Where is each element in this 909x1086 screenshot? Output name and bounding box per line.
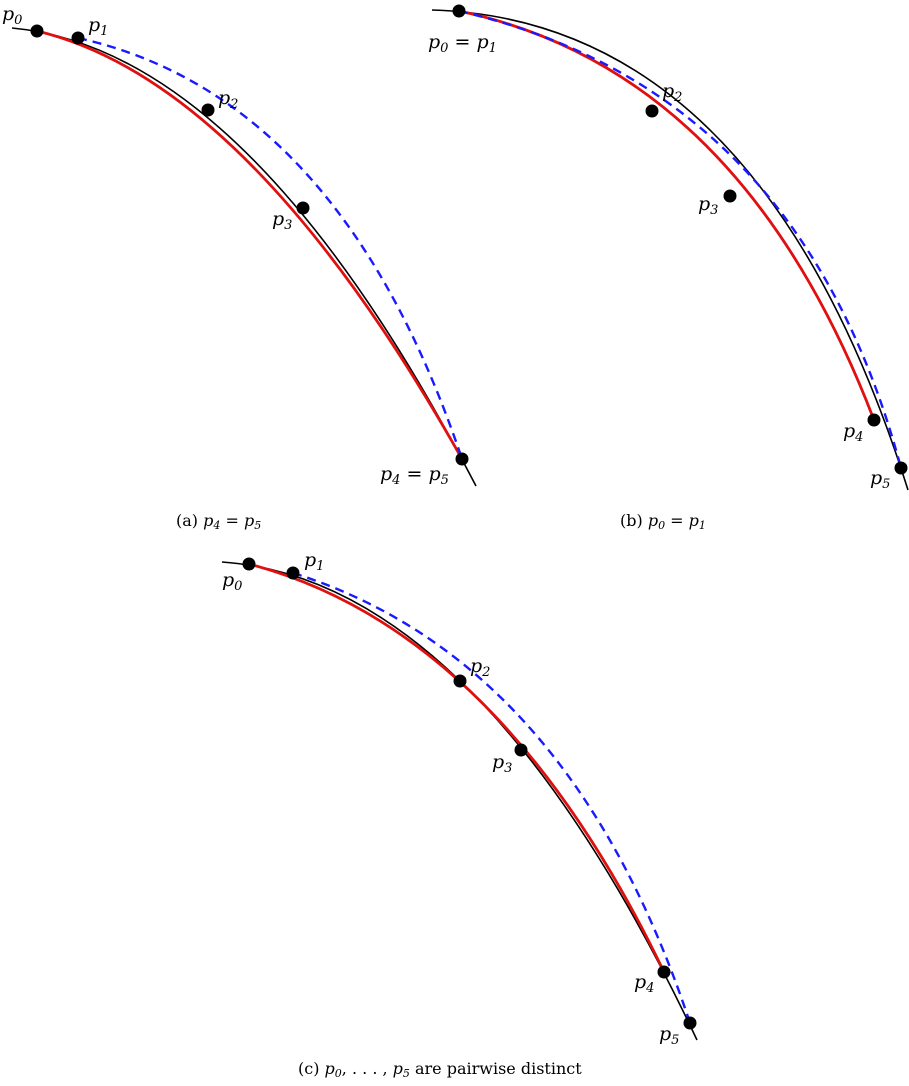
panel-c: p0 p1 p2 p3 p4 p5 (c) p0, . . . , p5 are… [221,549,698,1080]
black-curve-b [431,9,909,491]
label-p5-c: p5 [659,1023,679,1048]
label-p1-c: p1 [304,549,324,574]
point-p3-b [723,189,737,203]
panel-b: p0 = p1 p2 p3 p4 p5 (b) p0 = p1 [428,4,909,532]
blue-dashed-curve-b [458,9,903,469]
red-curve-a [36,29,464,460]
point-p0-a [30,24,44,38]
caption-a: (a) p4 = p5 [176,511,261,532]
point-p3-c [514,743,528,757]
black-curve-a [11,27,477,487]
point-p5-b [894,461,908,475]
point-p4-b [867,413,881,427]
label-p2-a: p2 [218,87,238,112]
point-p2-c [453,674,467,688]
red-curve-b [458,9,876,421]
label-p4-c: p4 [634,971,654,996]
point-p01-b [452,4,466,18]
label-p4-b: p4 [843,420,863,445]
blue-dashed-curve-c [292,571,692,1024]
panel-a: p0 p1 p2 p3 p4 = p5 (a) p4 = p5 [2,3,477,532]
point-p2-b [645,104,659,118]
point-p1-a [71,31,85,45]
red-curve-c [248,562,666,973]
label-p2-b: p2 [662,80,682,105]
label-p3-c: p3 [492,751,512,776]
label-p5-b: p5 [870,467,890,492]
label-p1-a: p1 [88,14,108,39]
label-p3-a: p3 [272,208,292,233]
caption-c: (c) p0, . . . , p5 are pairwise distinct [298,1059,582,1080]
caption-b: (b) p0 = p1 [620,511,706,532]
label-p0-a: p0 [2,3,22,28]
label-p3-b: p3 [698,193,718,218]
point-p4-c [657,965,671,979]
label-p45-a: p4 = p5 [380,463,449,488]
label-p2-c: p2 [470,655,490,680]
blue-dashed-curve-a [77,36,464,460]
point-p45-a [455,452,469,466]
point-p3-a [296,201,310,215]
label-p0-c: p0 [222,569,242,594]
point-p1-c [286,566,300,580]
point-p5-c [683,1016,697,1030]
label-p01-b: p0 = p1 [428,31,497,56]
point-p2-a [201,103,215,117]
point-p0-c [242,557,256,571]
black-curve-c [221,561,698,1041]
